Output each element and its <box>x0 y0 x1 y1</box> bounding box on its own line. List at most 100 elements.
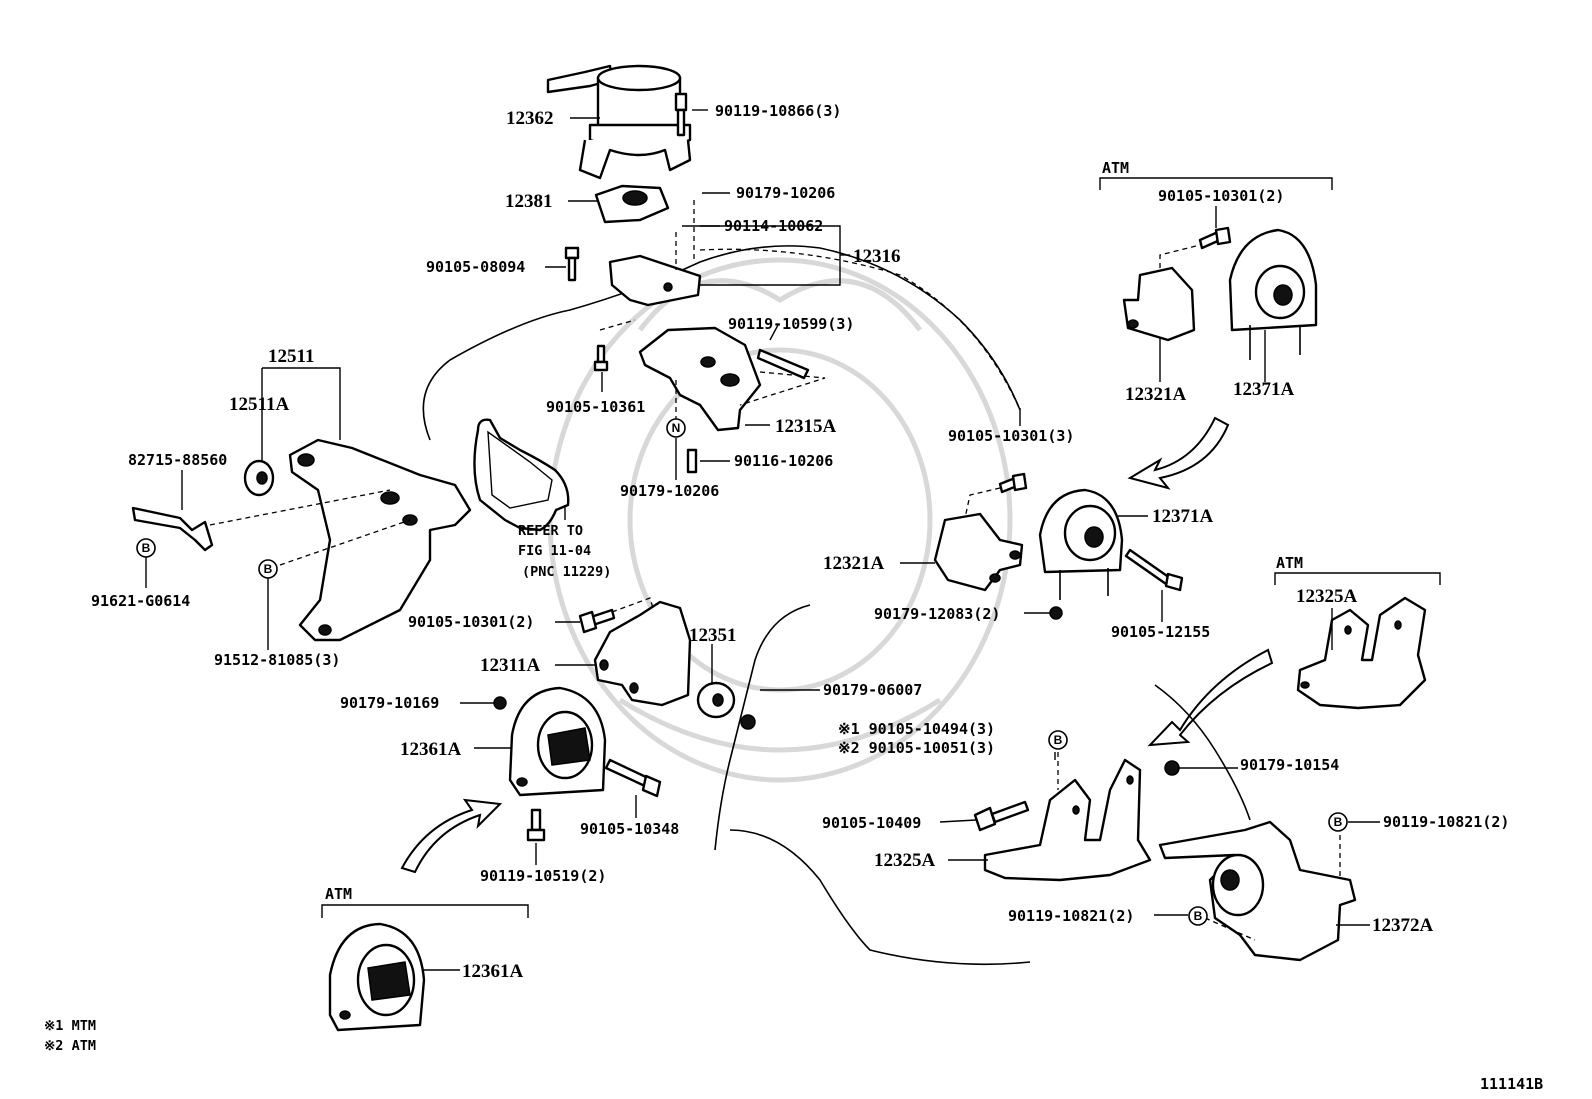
label-12325A-top[interactable]: 12325A <box>1296 586 1358 607</box>
label-12316[interactable]: 12316 <box>853 246 901 267</box>
label-90105-10348[interactable]: 90105-10348 <box>580 820 679 838</box>
part-12361A-mid-mount <box>508 686 607 797</box>
part-90119-10866-bolt <box>674 92 688 137</box>
part-12316-bracket <box>608 254 702 307</box>
label-90105-10361[interactable]: 90105-10361 <box>546 398 645 416</box>
label-12511A[interactable]: 12511A <box>229 394 289 415</box>
part-90105-10361-bolt <box>593 344 609 372</box>
label-90119-10866[interactable]: 90119-10866(3) <box>715 102 841 120</box>
label-atm-top-right: ATM <box>1102 159 1129 177</box>
part-12511A-bushing <box>243 459 275 497</box>
part-refer-gasket <box>473 418 570 532</box>
part-12315A-bracket <box>638 326 810 432</box>
label-90179-12083[interactable]: 90179-12083(2) <box>874 605 1000 623</box>
part-90119-10519-bolt <box>526 808 546 842</box>
atm-group-bottom-left <box>321 904 529 918</box>
label-90119-10599[interactable]: 90119-10599(3) <box>728 315 854 333</box>
line-12372A <box>1154 684 1251 821</box>
part-12351-bushing <box>696 681 736 719</box>
label-91621-G0614[interactable]: 91621-G0614 <box>91 592 190 610</box>
part-12372A-mount <box>1158 820 1357 962</box>
label-12311A[interactable]: 12311A <box>480 655 540 676</box>
part-90105-10409-bolt <box>973 800 1030 832</box>
arrow-bottom-left <box>400 798 503 874</box>
label-12371A-mid[interactable]: 12371A <box>1152 506 1214 527</box>
part-12362-damper <box>546 64 692 180</box>
svg-text:B: B <box>1194 909 1203 923</box>
part-12381-bracket <box>594 184 670 224</box>
part-90105-08094-bolt <box>564 246 580 282</box>
dash-mid-bolt <box>964 487 1001 519</box>
label-90116-10206[interactable]: 90116-10206 <box>734 452 833 470</box>
label-note2-90105-10051[interactable]: ※2 90105-10051(3) <box>838 739 995 757</box>
part-labels: 12362 90119-10866(3) 12381 90179-10206 9… <box>44 102 1543 1093</box>
circle-b-90119-10821-l: B <box>1188 906 1208 926</box>
part-82715-88560-bracket <box>131 506 214 552</box>
arrow-top-right <box>1127 416 1230 490</box>
label-90105-12155[interactable]: 90105-12155 <box>1111 623 1210 641</box>
svg-text:B: B <box>142 541 151 555</box>
label-90114-10062[interactable]: 90114-10062 <box>724 217 823 235</box>
part-90105-10301-l-bolt <box>578 608 616 634</box>
label-90105-10301-tr[interactable]: 90105-10301(2) <box>1158 187 1284 205</box>
label-12321A-top[interactable]: 12321A <box>1125 384 1187 405</box>
label-90105-10301-l[interactable]: 90105-10301(2) <box>408 613 534 631</box>
figure-id: 111141B <box>1480 1075 1543 1093</box>
legend-note-1: ※1 MTM <box>44 1018 96 1034</box>
label-12361A-bottom[interactable]: 12361A <box>462 961 524 982</box>
label-82715-88560[interactable]: 82715-88560 <box>128 451 227 469</box>
label-12325A-bottom[interactable]: 12325A <box>874 850 936 871</box>
label-12361A-mid[interactable]: 12361A <box>400 739 462 760</box>
dash-12511-a <box>209 489 391 526</box>
dash-12511-b <box>279 519 411 566</box>
leader-lines <box>145 109 1380 971</box>
label-12372A[interactable]: 12372A <box>1372 915 1434 936</box>
label-90179-10154[interactable]: 90179-10154 <box>1240 756 1339 774</box>
atm-group-right <box>1274 572 1441 585</box>
label-12351[interactable]: 12351 <box>689 625 737 646</box>
label-90179-10206-b[interactable]: 90179-10206 <box>620 482 719 500</box>
label-12362[interactable]: 12362 <box>506 108 554 129</box>
part-12311A-bracket <box>593 600 692 707</box>
part-12371A-top-mount <box>1228 228 1318 360</box>
label-12381[interactable]: 12381 <box>505 191 553 212</box>
label-90119-10519[interactable]: 90119-10519(2) <box>480 867 606 885</box>
label-12511[interactable]: 12511 <box>268 346 314 367</box>
label-note1-90105-10494[interactable]: ※1 90105-10494(3) <box>838 720 995 738</box>
part-12361A-bottom-mount <box>328 922 426 1032</box>
label-90105-10409[interactable]: 90105-10409 <box>822 814 921 832</box>
label-90179-10169[interactable]: 90179-10169 <box>340 694 439 712</box>
part-12321A-mid-bracket <box>933 512 1024 592</box>
svg-text:B: B <box>1054 733 1063 747</box>
circle-n: N <box>666 418 686 438</box>
label-90119-10821-r[interactable]: 90119-10821(2) <box>1383 813 1509 831</box>
arrow-right <box>1147 648 1274 747</box>
part-12371A-mid-mount <box>1038 488 1124 600</box>
part-90179-06007-nut <box>740 714 756 730</box>
label-atm-right: ATM <box>1276 554 1303 572</box>
label-refer-pnc: (PNC 11229) <box>522 564 611 580</box>
label-90179-10206-a[interactable]: 90179-10206 <box>736 184 835 202</box>
label-90119-10821-l[interactable]: 90119-10821(2) <box>1008 907 1134 925</box>
label-91512-81085[interactable]: 91512-81085(3) <box>214 651 340 669</box>
part-90105-10301-mid-bolt <box>998 472 1028 494</box>
label-12321A-mid[interactable]: 12321A <box>823 553 885 574</box>
dash-12321A-top <box>1159 244 1201 268</box>
part-12325A-top-bracket <box>1296 596 1427 710</box>
label-12315A[interactable]: 12315A <box>775 416 837 437</box>
label-90105-10301-mid[interactable]: 90105-10301(3) <box>948 427 1074 445</box>
label-90179-06007[interactable]: 90179-06007 <box>823 681 922 699</box>
svg-text:N: N <box>672 421 681 435</box>
label-90105-08094[interactable]: 90105-08094 <box>426 258 525 276</box>
part-90105-10301-tr-bolt <box>1198 226 1232 250</box>
part-90179-12083-nut <box>1049 606 1063 620</box>
part-90116-10206-stud <box>686 448 698 474</box>
svg-text:B: B <box>264 562 273 576</box>
label-atm-bottom-left: ATM <box>325 885 352 903</box>
circle-b-90119-10821-r: B <box>1328 812 1348 832</box>
label-12371A-top[interactable]: 12371A <box>1233 379 1295 400</box>
label-refer-fig[interactable]: FIG 11-04 <box>518 543 591 559</box>
part-90179-10154-nut <box>1164 760 1180 776</box>
label-refer-to: REFER TO <box>518 523 583 539</box>
circle-b-note: B <box>1048 730 1068 750</box>
